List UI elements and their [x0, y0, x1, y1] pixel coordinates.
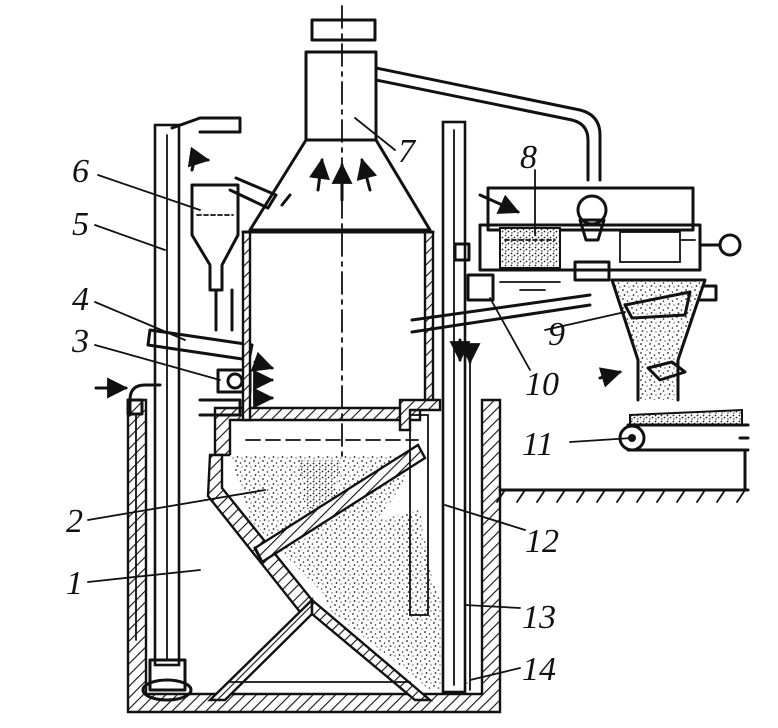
label-8: 8 — [520, 139, 537, 176]
feed-bin — [190, 176, 278, 332]
leader-10 — [489, 297, 531, 371]
leader-7 — [354, 117, 396, 151]
inlet-pipe — [94, 377, 162, 641]
reaction-column — [241, 5, 435, 461]
leader-6 — [97, 174, 201, 211]
label-2: 2 — [66, 503, 83, 540]
leader-1 — [87, 569, 201, 583]
feeder-chute — [146, 328, 275, 417]
label-13: 13 — [522, 599, 556, 636]
classifier-unit — [453, 186, 742, 302]
exhaust-duct — [374, 66, 602, 182]
leader-13 — [464, 604, 521, 609]
label-7: 7 — [398, 133, 417, 170]
label-10: 10 — [525, 366, 559, 403]
leader-12 — [444, 504, 526, 531]
label-11: 11 — [522, 426, 553, 463]
label-5: 5 — [72, 206, 89, 243]
label-9: 9 — [548, 316, 565, 353]
discharge-hopper — [598, 278, 707, 402]
label-12: 12 — [525, 523, 559, 560]
leader-14 — [469, 667, 521, 681]
leader-11 — [569, 437, 633, 443]
leader-5 — [94, 224, 166, 251]
label-14: 14 — [522, 651, 556, 688]
inclined-pipe — [253, 443, 427, 564]
leader-9 — [544, 311, 626, 331]
leader-lines — [87, 117, 633, 681]
leader-4 — [94, 301, 186, 341]
label-1: 1 — [66, 565, 83, 602]
leader-2 — [87, 489, 266, 521]
label-3: 3 — [71, 323, 89, 360]
label-6: 6 — [72, 153, 89, 190]
ground-line — [496, 448, 750, 503]
bucket-elevator — [141, 116, 242, 702]
belt-conveyor — [618, 408, 750, 452]
leader-3 — [94, 344, 221, 381]
vertical-pipes — [398, 120, 592, 694]
label-4: 4 — [72, 281, 89, 318]
callout-labels: 6 5 4 3 2 1 7 8 9 10 11 12 13 14 — [66, 133, 565, 688]
